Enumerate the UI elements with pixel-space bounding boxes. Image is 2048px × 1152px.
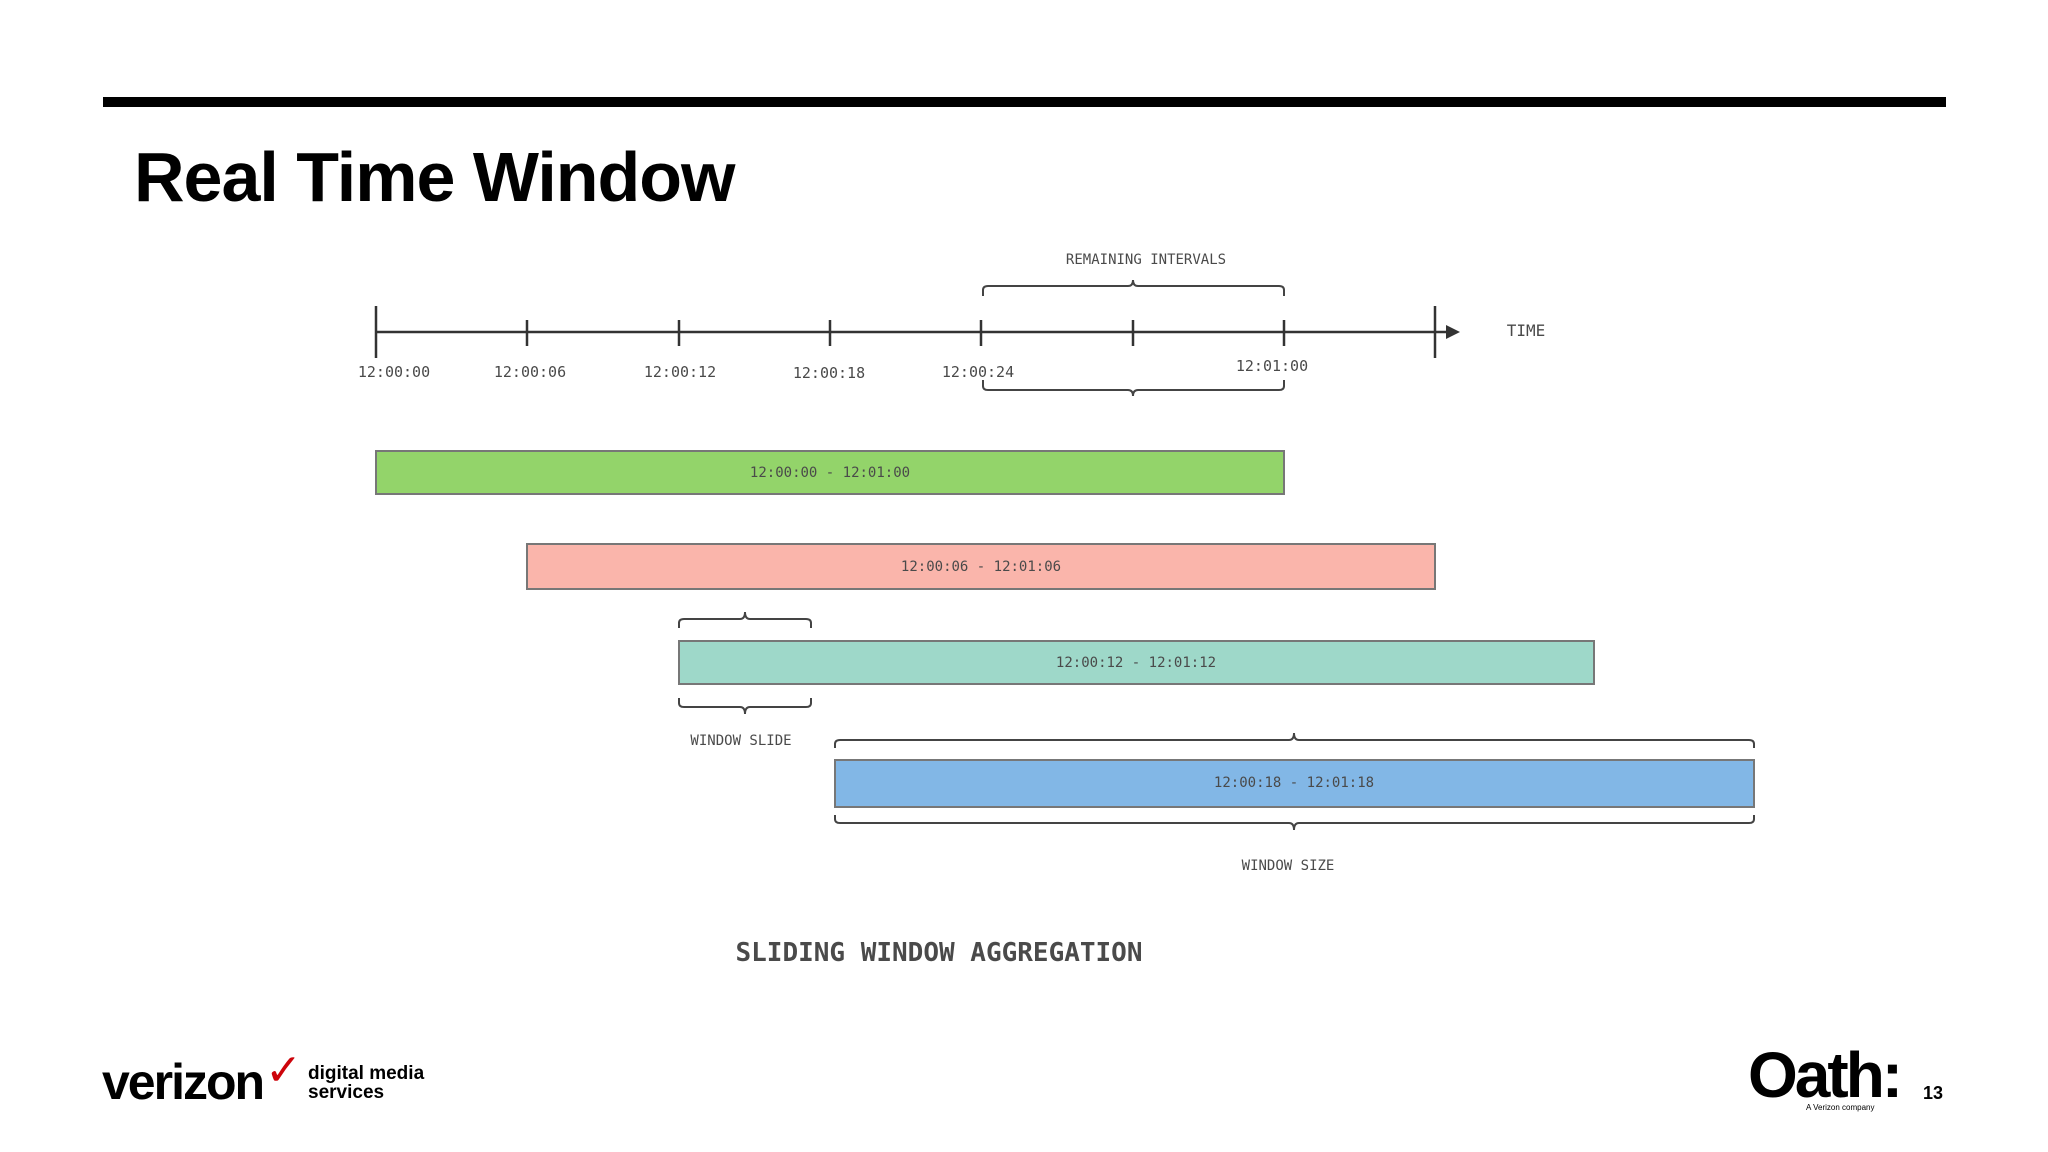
slide-title: Real Time Window [134,138,735,216]
axis-label: TIME [1507,321,1546,340]
window-size-brace-top [834,732,1755,748]
window-label-1: 12:00:00 - 12:01:00 [750,465,910,481]
window-label-3: 12:00:12 - 12:01:12 [1056,655,1216,671]
verizon-check-icon: ✓ [265,1046,302,1095]
tick-label: 12:00:12 [644,363,716,381]
tick-label: 12:00:18 [793,364,865,382]
brand-subtitle-line1: digital media [308,1063,425,1084]
window-size-label: WINDOW SIZE [1242,858,1335,874]
diagram-caption: SLIDING WINDOW AGGREGATION [736,938,1143,968]
tick-label: 12:00:24 [942,363,1014,381]
window-bar-3 [678,640,1595,685]
top-rule [103,97,1946,107]
window-slide-label: WINDOW SLIDE [690,733,791,749]
brand-subtitle-line2: services [308,1082,385,1103]
axis-arrow [1446,325,1460,339]
oath-tagline: A Verizon company [1806,1103,1875,1112]
page-number: 13 [1923,1083,1944,1103]
window-bar-4 [834,759,1755,808]
window-bar-2 [526,543,1436,590]
window-label-4: 12:00:18 - 12:01:18 [1214,775,1374,791]
brand-subtitle: digital media services [308,1064,424,1102]
remaining-brace-top [982,279,1285,296]
window-slide-brace-top [678,611,812,628]
verizon-logo: verizon✓ [102,1046,302,1115]
verizon-wordmark: verizon [102,1054,265,1110]
oath-logo: Oath: [1748,1039,1903,1111]
window-bar-1 [375,450,1285,495]
window-slide-brace-bottom [678,698,812,715]
window-size-brace-bottom [834,815,1755,831]
window-label-2: 12:00:06 - 12:01:06 [901,559,1061,575]
remaining-brace-bottom [982,380,1285,397]
tick-label: 12:00:06 [494,363,566,381]
remaining-intervals-label: REMAINING INTERVALS [1066,252,1226,268]
tick-label: 12:00:00 [358,363,430,381]
tick-label: 12:01:00 [1236,357,1308,375]
